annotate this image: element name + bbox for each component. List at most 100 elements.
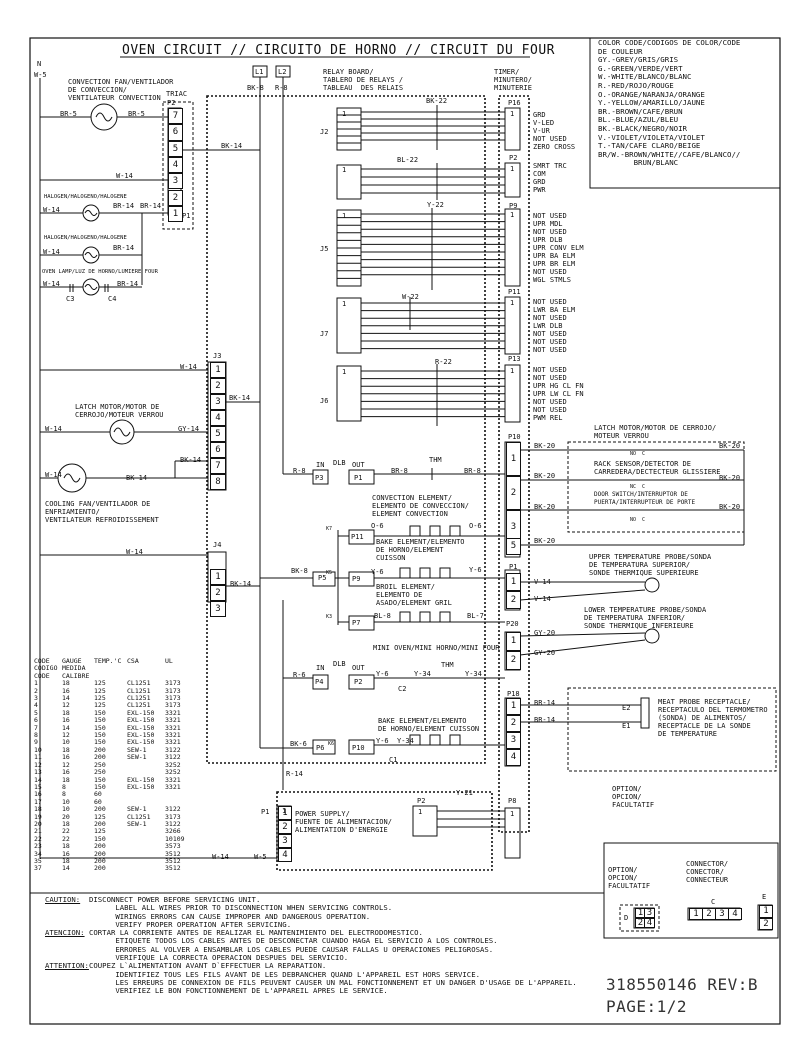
gauge-cell: 10109 (165, 834, 185, 843)
wire-gy20-b: GY-20 (534, 649, 556, 657)
gauge-cell: 10 (62, 805, 70, 814)
triac-label: TRIAC (166, 90, 188, 98)
l1-terminal: L1 (255, 68, 264, 76)
pin-one-marker: 1 (510, 211, 515, 219)
gauge-header-cell: GAUGE (62, 657, 82, 665)
caution-label: ATENCION: (45, 928, 85, 938)
gauge-cell: 150 (94, 708, 106, 717)
option-right-label: OPTION/ OPCION/ FACULTATIF (612, 785, 655, 809)
p18-label: P18 (507, 690, 520, 698)
gauge-cell: 3122 (165, 753, 181, 762)
gauge-cell: 14 (62, 864, 70, 873)
diagram-title: OVEN CIRCUIT // CIRCUITO DE HORNO // CIR… (122, 43, 555, 58)
p13-pin-list: NOT USED NOT USED UPR HG CL FN UPR LW CL… (533, 366, 584, 422)
wire-o6-b: O-6 (469, 522, 482, 530)
wire-bk20-c: BK-20 (534, 472, 556, 480)
wire-w14-j3: W-14 (180, 363, 197, 371)
pin-one-marker: 1 (510, 110, 515, 118)
dlb-out-label-2: OUT (352, 664, 365, 672)
gauge-cell: 150 (94, 723, 106, 732)
terminal-e2: E2 (622, 704, 631, 712)
legend-line: GY.-GREY/GRIS/GRIS (598, 55, 679, 65)
wire-br14-b: BR-14 (140, 202, 162, 210)
wire-bl8: BL-8 (374, 612, 391, 620)
caution-label: CAUTION: (45, 895, 81, 904)
p2-pin-list: SMRT TRC COM GRD PWR (533, 162, 567, 194)
gauge-cell: 14 (34, 775, 42, 784)
wire-bk20-b: BK-20 (719, 442, 741, 450)
gauge-cell (127, 851, 165, 858)
connector-e-label: E (762, 893, 767, 901)
pin-one-marker: 1 (510, 165, 515, 173)
p18-pin: 2 (506, 715, 521, 732)
p10-pin: 1 (506, 442, 521, 476)
caution-line: VERIFIQUE LA CORRECTA OPERACION DESPUES … (45, 953, 577, 962)
caution-text: ERRORES AL VOLVER A ENSAMBLAR LOS CABLES… (89, 944, 494, 954)
j2-label: J2 (320, 128, 329, 136)
p5-connector: P5 (318, 574, 327, 582)
gauge-header-cell: MEDIDA (62, 664, 86, 673)
gauge-cell: 3321 (165, 708, 181, 717)
p10-relay-connector: P10 (352, 744, 365, 752)
halogen-lamp-1-label: HALOGEN/HALOGENO/HALOGENE (44, 194, 127, 200)
wire-bk20-d: BK-20 (719, 474, 741, 482)
wire-v14-a: V-14 (534, 578, 551, 586)
p16-label: P16 (508, 99, 521, 107)
gauge-cell: 14 (62, 723, 70, 732)
p11-relay-connector: P11 (351, 533, 364, 541)
gauge-cell: 3173 (165, 686, 181, 695)
gauge-cell: 125 (94, 701, 106, 710)
connector-c-pin: 1 (689, 908, 703, 920)
j4-pin: 3 (210, 601, 226, 617)
p16-pin-list: GRD V-LED V-UR NOT USED ZERO CROSS (533, 111, 576, 151)
wire-w14-c: W-14 (43, 280, 60, 288)
p2-timer-label: P2 (509, 154, 518, 162)
j3-pin: 2 (210, 378, 226, 394)
gauge-cell: 8 (62, 790, 66, 799)
j4-label: J4 (213, 541, 222, 549)
j6-label: J6 (320, 397, 329, 405)
power-supply-pin: 1 (278, 806, 292, 820)
triac-pin: 5 (168, 140, 183, 157)
dlb-label-1: DLB (333, 459, 346, 467)
p20-pin: 1 (506, 632, 521, 651)
gauge-cell: 3122 (165, 745, 181, 754)
gauge-cell: 16 (62, 753, 70, 762)
meat-probe-label: MEAT PROBE RECEPTACLE/ RECEPTACULO DEL T… (658, 698, 768, 738)
gauge-cell: 20 (34, 819, 42, 828)
legend-line: G.-GREEN/VERDE/VERT (598, 63, 683, 73)
gauge-cell: 16 (34, 790, 42, 799)
gauge-cell: 34 (34, 849, 42, 858)
gauge-cell (127, 791, 165, 798)
gauge-cell: SEW-1 (127, 745, 147, 754)
p1-dlb-connector: P1 (354, 474, 363, 482)
timer-label: TIMER/ MINUTERO/ MINUTERIE (494, 68, 532, 92)
gauge-cell: 10 (34, 745, 42, 754)
gauge-header-cell: UL (165, 657, 173, 665)
gauge-cell (127, 762, 165, 769)
j4-pin: 2 (210, 585, 226, 601)
p4-connector: P4 (315, 678, 324, 686)
p1-pin: 2 (506, 591, 521, 609)
gauge-cell: 200 (94, 842, 106, 851)
convection-element-label: CONVECTION ELEMENT/ ELEMENTO DE CONVECCI… (372, 494, 469, 518)
wire-bk14-j3-b: BK-14 (180, 456, 202, 464)
gauge-cell: 18 (62, 856, 70, 865)
gauge-cell: 11 (34, 753, 42, 762)
wire-r22: R-22 (435, 358, 452, 366)
connector-c-pin: 4 (728, 908, 742, 920)
gauge-cell: 3252 (165, 768, 181, 777)
caution-label: ATTENTION: (45, 961, 89, 971)
gauge-cell: 14 (62, 694, 70, 703)
wire-y21: Y-21 (456, 789, 473, 797)
pin-one-marker: 1 (342, 300, 347, 308)
j3-pin: 5 (210, 426, 226, 442)
